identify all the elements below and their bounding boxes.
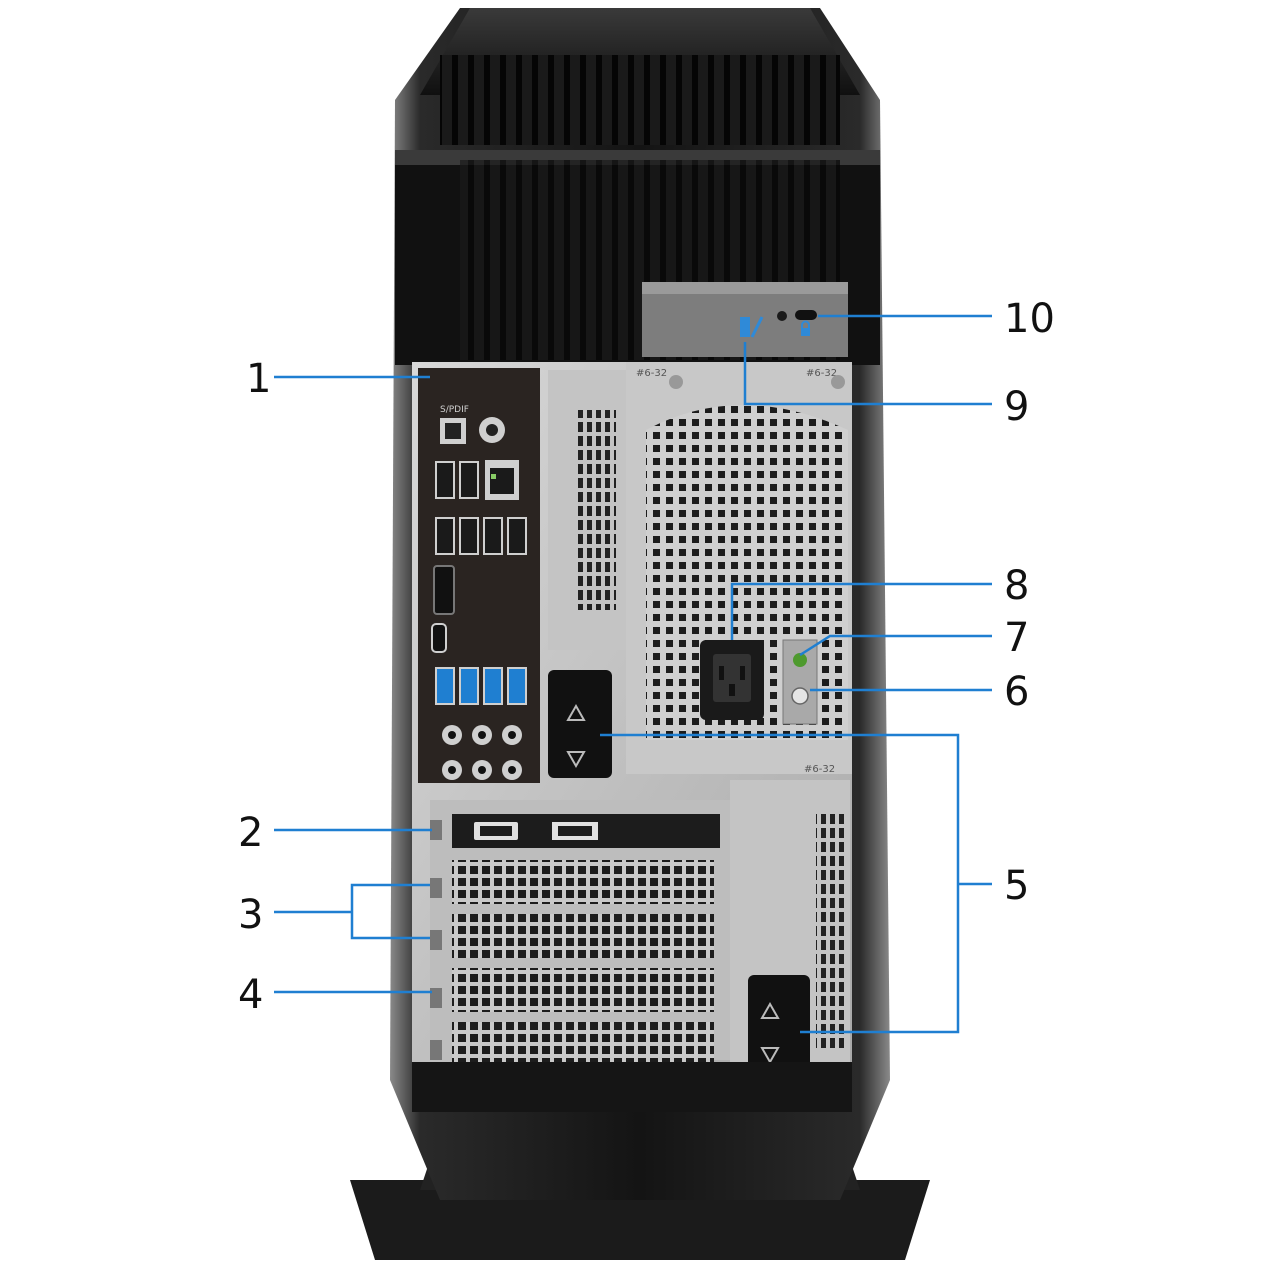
padlock-ring-icon: [740, 316, 764, 338]
lock-icon: [801, 320, 810, 336]
audio-jacks: [442, 725, 522, 780]
slot-release-tabs: [430, 820, 442, 1060]
usb-ports-top: [435, 461, 479, 499]
security-slot-icon: [777, 311, 787, 321]
usb-port[interactable]: [435, 667, 455, 705]
screw-icon: [831, 375, 845, 389]
usb-ports-middle: [435, 517, 527, 555]
side-panel-latch-lower[interactable]: [748, 975, 810, 1077]
usb-port[interactable]: [507, 517, 527, 555]
expansion-slot: [452, 968, 714, 1012]
usb-port[interactable]: [459, 667, 479, 705]
ethernet-port-icon[interactable]: [485, 460, 519, 500]
slot-tab[interactable]: [430, 820, 442, 840]
usb-port[interactable]: [435, 461, 455, 499]
spdif-label: S/PDIF: [440, 405, 469, 415]
callout-10: 10: [1004, 296, 1055, 342]
side-panel-latch-upper[interactable]: [548, 670, 612, 778]
usb-port[interactable]: [459, 461, 479, 499]
usb-port[interactable]: [483, 517, 503, 555]
slot-tab[interactable]: [430, 878, 442, 898]
callout-9: 9: [1004, 384, 1029, 430]
callout-8: 8: [1004, 563, 1029, 609]
expansion-slot: [452, 1022, 714, 1066]
usb-port[interactable]: [483, 667, 503, 705]
usb3-ports: [435, 667, 527, 705]
top-vent-grille: [440, 55, 840, 145]
clear-cmos-slot[interactable]: [433, 565, 455, 615]
psu-screw-label: #6-32: [636, 368, 667, 379]
usb-port[interactable]: [507, 667, 527, 705]
expansion-slot: [452, 860, 714, 904]
callout-6: 6: [1004, 669, 1029, 715]
usb-c-port[interactable]: [431, 623, 447, 653]
psu-screw-label: #6-32: [806, 368, 837, 379]
callout-3: 3: [238, 892, 263, 938]
callout-5: 5: [1004, 863, 1029, 909]
slot-tab[interactable]: [430, 1040, 442, 1060]
power-socket-icon[interactable]: [700, 640, 764, 720]
callout-labels: 1 2 3 4 5 6 7 8 9 10: [238, 296, 1055, 1018]
callout-leaders: [274, 314, 992, 1034]
slot-tab[interactable]: [430, 930, 442, 950]
expansion-slots: [452, 860, 714, 1066]
usb-port[interactable]: [435, 517, 455, 555]
expansion-slot: [452, 914, 714, 958]
psu-diagnostic-light: [793, 653, 807, 667]
power-supply-diagnostic: [782, 639, 818, 725]
usb-port[interactable]: [459, 517, 479, 555]
callout-1: 1: [246, 356, 271, 402]
callout-2: 2: [238, 810, 263, 856]
screw-icon: [669, 375, 683, 389]
callout-4: 4: [238, 972, 263, 1018]
psu-screw-label: #6-32: [804, 764, 835, 775]
callout-7: 7: [1004, 615, 1029, 661]
slot-tab[interactable]: [430, 988, 442, 1008]
psu-diagnostic-button[interactable]: [791, 687, 809, 705]
